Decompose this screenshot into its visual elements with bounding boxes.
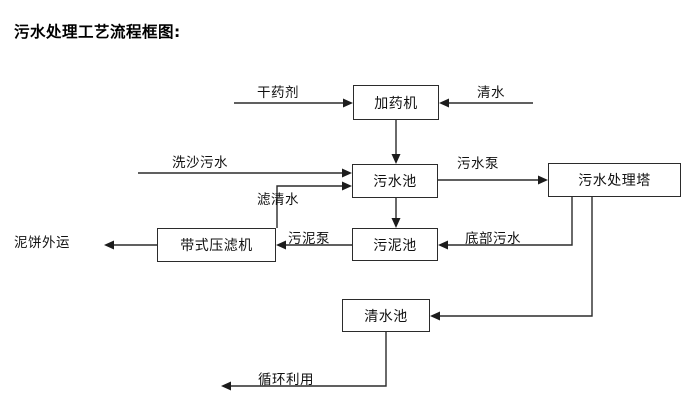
node-dosing-machine[interactable]: 加药机 [353, 85, 439, 120]
node-dosing-machine-label: 加药机 [374, 95, 418, 112]
edge-label-filtered-clear-water: 滤清水 [257, 192, 299, 208]
edge-label-sand-washing-sewage: 洗沙污水 [172, 155, 228, 171]
node-clean-water-pool-label: 清水池 [364, 308, 408, 325]
node-clean-water-pool[interactable]: 清水池 [342, 299, 430, 332]
wire-filtered-water-to-wastewater-pool [276, 185, 347, 228]
arrow-dosing-to-wastewater-pool [391, 154, 401, 164]
edge-label-recycle-reuse: 循环利用 [258, 372, 314, 388]
node-wastewater-treatment-tower-label: 污水处理塔 [578, 173, 651, 189]
wire-tower-to-clean-water-pool [436, 197, 593, 317]
arrow-bottom-sewage-to-sludge-pool [438, 240, 448, 250]
edge-label-clean-water-inlet: 清水 [477, 85, 505, 101]
wire-bottom-sewage-to-sludge-pool [443, 197, 573, 246]
node-wastewater-pool[interactable]: 污水池 [352, 164, 438, 198]
terminal-label-mud-cake-transport-out: 泥饼外运 [14, 235, 70, 251]
arrow-sludge-pump-to-press [276, 240, 286, 250]
arrow-press-to-mud-cake [104, 240, 114, 250]
wire-clean-water-pool-recycle [227, 332, 387, 387]
node-wastewater-pool-label: 污水池 [373, 174, 417, 190]
arrow-wastewater-pool-to-sludge-pool [391, 218, 401, 228]
edge-label-sludge-pump: 污泥泵 [288, 231, 330, 247]
arrow-tower-to-clean-water-pool [430, 311, 440, 321]
node-wastewater-treatment-tower[interactable]: 污水处理塔 [548, 163, 681, 197]
arrow-filtered-water-to-wastewater-pool [342, 181, 352, 191]
arrow-clean-water-to-dosing [439, 98, 449, 108]
node-sludge-pool-label: 污泥池 [373, 237, 417, 254]
node-belt-filter-press-label: 带式压滤机 [180, 238, 253, 254]
edge-label-sewage-pump: 污水泵 [457, 156, 499, 172]
arrow-recycle-reuse [221, 381, 231, 391]
arrow-sand-wash-to-wastewater-pool [342, 168, 352, 178]
page-title: 污水处理工艺流程框图: [14, 23, 181, 41]
node-belt-filter-press[interactable]: 带式压滤机 [157, 228, 276, 262]
edge-label-bottom-sewage: 底部污水 [465, 231, 521, 247]
arrow-sewage-pump-to-tower [538, 175, 548, 185]
arrow-dry-chemical-to-dosing [343, 98, 353, 108]
edge-label-dry-chemical: 干药剂 [257, 85, 299, 101]
node-sludge-pool[interactable]: 污泥池 [352, 228, 438, 261]
